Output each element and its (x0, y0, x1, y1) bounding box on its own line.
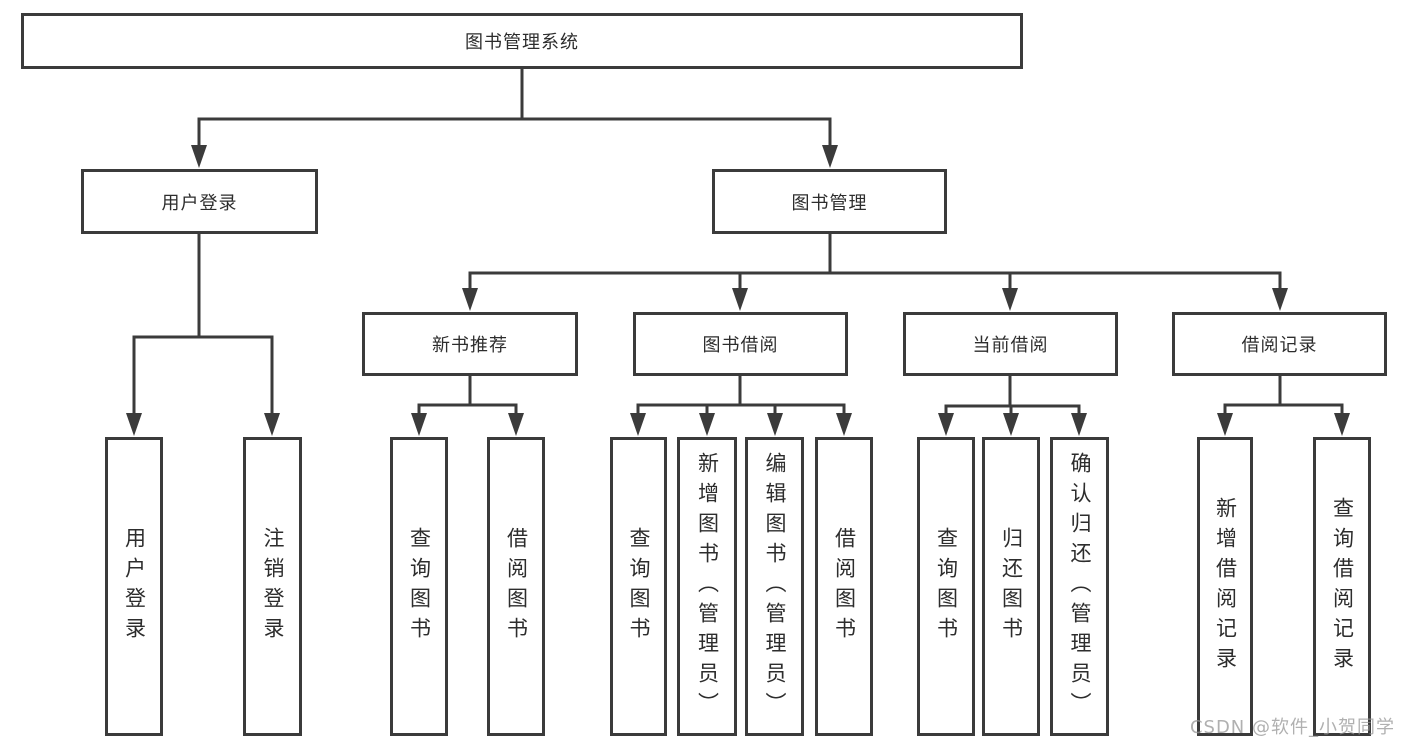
node-label: 查询图书 (934, 526, 959, 647)
node-leaf-query-books-rec: 查询图书 (390, 437, 448, 736)
node-label: 借阅记录 (1241, 335, 1318, 356)
node-label: 图书管理系统 (465, 32, 579, 53)
node-label: 图书管理 (791, 192, 868, 214)
node-borrowing-records: 借阅记录 (1172, 312, 1387, 376)
node-leaf-edit-books-admin: 编辑图书（管理员） (745, 437, 804, 736)
node-leaf-borrow-books-rec: 借阅图书 (487, 437, 545, 736)
node-label: 确认归还（管理员） (1068, 451, 1092, 722)
node-current-borrowing: 当前借阅 (903, 312, 1118, 376)
node-label: 查询借阅记录 (1330, 496, 1355, 677)
node-leaf-logout: 注销登录 (243, 437, 302, 736)
node-label: 用户登录 (161, 192, 238, 214)
node-label: 新增借阅记录 (1213, 496, 1238, 677)
csdn-watermark: CSDN @软件_小贺同学 (1189, 717, 1395, 738)
node-book-management: 图书管理 (712, 169, 947, 234)
node-label: 注销登录 (261, 526, 285, 647)
node-leaf-add-books-admin: 新增图书（管理员） (677, 437, 737, 736)
node-leaf-add-borrow-record: 新增借阅记录 (1197, 437, 1253, 736)
node-leaf-query-books-borrow: 查询图书 (610, 437, 667, 736)
node-leaf-query-borrow-record: 查询借阅记录 (1313, 437, 1371, 736)
node-leaf-borrow-books: 借阅图书 (815, 437, 873, 736)
node-label: 图书借阅 (702, 335, 779, 356)
node-leaf-query-books-current: 查询图书 (917, 437, 975, 736)
node-leaf-confirm-return-admin: 确认归还（管理员） (1050, 437, 1109, 736)
node-label: 用户登录 (122, 526, 147, 647)
node-library-management-system: 图书管理系统 (21, 13, 1023, 69)
node-label: 新书推荐 (432, 335, 508, 356)
node-label: 当前借阅 (972, 335, 1049, 356)
node-label: 编辑图书（管理员） (763, 451, 787, 722)
node-leaf-user-login: 用户登录 (105, 437, 163, 736)
node-user-login: 用户登录 (81, 169, 318, 234)
node-book-borrowing: 图书借阅 (633, 312, 848, 376)
node-label: 新增图书（管理员） (695, 451, 720, 722)
node-label: 借阅图书 (832, 526, 857, 647)
node-label: 借阅图书 (504, 526, 529, 647)
node-new-book-recommendation: 新书推荐 (362, 312, 578, 376)
node-label: 查询图书 (627, 526, 651, 647)
node-label: 归还图书 (999, 526, 1024, 647)
node-leaf-return-books: 归还图书 (982, 437, 1040, 736)
node-label: 查询图书 (407, 526, 432, 647)
